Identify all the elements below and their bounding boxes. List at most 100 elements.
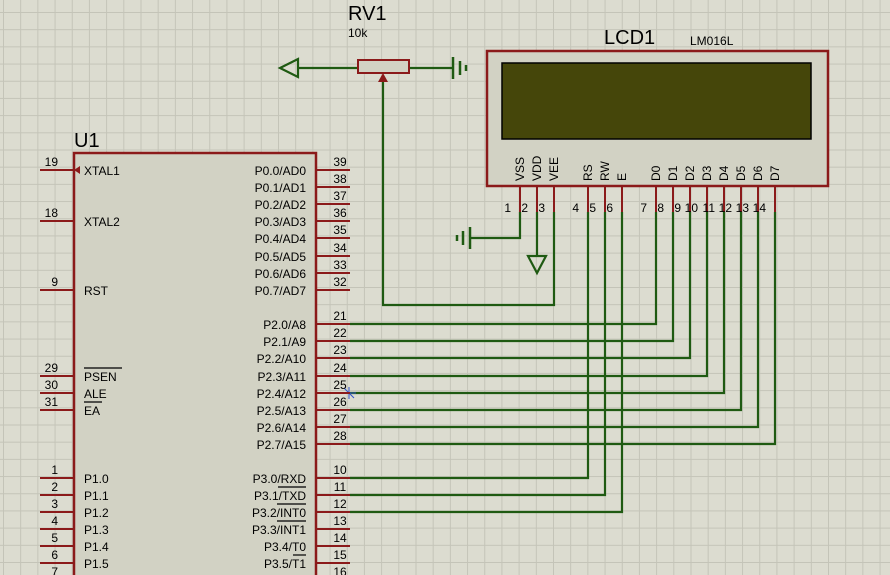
lcd-pin-vss-label: VSS <box>513 157 527 181</box>
mcu-left-pin-19-number: 19 <box>45 155 59 169</box>
mcu-left-pin-30-number: 30 <box>45 378 59 392</box>
lcd-pin-vee-number: 3 <box>538 201 545 215</box>
mcu-right-pin-25-number: 25 <box>333 378 347 392</box>
mcu-right-pin-27-number: 27 <box>333 412 347 426</box>
pot-body <box>357 59 410 74</box>
mcu-right-pin-15-label: P3.5/T1 <box>264 557 306 571</box>
mcu-body <box>72 151 318 575</box>
wire-p2-7-to-d7 <box>350 212 777 446</box>
mcu-left-pin-4-number: 4 <box>51 514 58 528</box>
mcu-right-pin-28-label: P2.7/A15 <box>257 438 307 452</box>
lcd-pin-vdd-number: 2 <box>521 201 528 215</box>
mcu-right-pin-14-number: 14 <box>333 531 347 545</box>
wires <box>298 66 777 514</box>
lcd-pin-d0-label: D0 <box>649 165 663 181</box>
mcu-right-pin-35-label: P0.4/AD4 <box>255 232 307 246</box>
mcu-left-pin-4-label: P1.3 <box>84 523 109 537</box>
lcd-pin-vdd-label: VDD <box>530 155 544 181</box>
mcu-left-pin-7-number: 7 <box>51 565 58 575</box>
mcu-left-pin-1-label: P1.0 <box>84 472 109 486</box>
mcu-ref-label: U1 <box>74 130 100 152</box>
potentiometer-rv1[interactable]: RV1 10k <box>348 3 387 40</box>
lcd-pin-vee-label: VEE <box>547 157 561 181</box>
mcu-right-pin-28-number: 28 <box>333 429 347 443</box>
mcu-right-pin-23-label: P2.2/A10 <box>257 352 307 366</box>
lcd-pin-d1-number: 8 <box>657 201 664 215</box>
mcu-right-pin-36-number: 36 <box>333 206 347 220</box>
power-triangle-down <box>526 254 548 276</box>
wire-p2-0-to-d0 <box>350 212 658 326</box>
rv1-value-label: 10k <box>348 26 368 40</box>
mcu-right-pin-23-number: 23 <box>333 343 347 357</box>
mcu-left-pin-30-label: ALE <box>84 387 107 401</box>
mcu-right-pin-11-number: 11 <box>334 480 347 494</box>
mcu-left-pin-9-label: RST <box>84 284 109 298</box>
mcu-right-pin-13-number: 13 <box>333 514 347 528</box>
lcd-part-label: LM016L <box>690 34 734 48</box>
mcu-right-pin-36-label: P0.3/AD3 <box>255 215 307 229</box>
mcu-right-pin-12-number: 12 <box>333 497 347 511</box>
mcu-right-pin-22-label: P2.1/A9 <box>263 335 306 349</box>
mcu-right-pin-24-number: 24 <box>333 361 347 375</box>
lcd-pin-d7-number: 14 <box>753 201 767 215</box>
mcu-right-pin-22-number: 22 <box>333 326 347 340</box>
wire-p2-1-to-d1 <box>350 212 675 343</box>
lcd-pin-d0-number: 7 <box>640 201 647 215</box>
lcd-pin-rw-label: RW <box>598 161 612 181</box>
mcu-right-pin-10-number: 10 <box>333 463 347 477</box>
mcu-right-pin-26-label: P2.5/A13 <box>257 404 307 418</box>
wire-vss-ground <box>470 212 522 240</box>
lcd-pin-e-number: 6 <box>606 201 613 215</box>
mcu-right-pin-38-label: P0.1/AD1 <box>255 181 307 195</box>
mcu-left-pin-5-number: 5 <box>51 531 58 545</box>
lcd-screen <box>501 62 812 140</box>
wire-p2-4-to-d4 <box>350 212 726 395</box>
mcu-right-pin-16-number: 16 <box>333 565 347 575</box>
mcu-right-pin-24-label: P2.3/A11 <box>258 370 307 384</box>
lcd-pin-d3-label: D3 <box>700 165 714 181</box>
wire-p2-6-to-d6 <box>350 212 760 429</box>
mcu-right-pin-33-label: P0.6/AD6 <box>255 267 307 281</box>
mcu-right-pin-14-label: P3.4/T0 <box>264 540 306 554</box>
wire-p3-2-to-control <box>350 212 624 514</box>
wire-p3-0-to-control <box>350 212 590 480</box>
lcd-pin-d5-label: D5 <box>734 165 748 181</box>
rv1-ref-label: RV1 <box>348 3 387 25</box>
mcu-left-pin-31-label: EA <box>84 404 100 418</box>
mcu-right-pin-35-number: 35 <box>333 223 347 237</box>
wire-p2-3-to-d3 <box>350 212 709 378</box>
pin-layer: 1VSS2VDD3VEE4RS5RW6E7D08D19D210D311D412D… <box>40 155 782 575</box>
mcu-right-pin-33-number: 33 <box>333 258 347 272</box>
power-arrow-left <box>277 57 300 79</box>
mcu-left-pin-29-label: PSEN <box>84 370 117 384</box>
wire-p3-1-to-control <box>350 212 607 497</box>
mcu-left-pin-2-number: 2 <box>51 480 58 494</box>
mcu-right-pin-12-label: P3.2/INT0 <box>252 506 306 520</box>
lcd-pin-d5-number: 12 <box>719 201 733 215</box>
mcu-right-pin-26-number: 26 <box>333 395 347 409</box>
mcu-right-pin-15-number: 15 <box>333 548 347 562</box>
lcd-pin-d6-label: D6 <box>751 165 765 181</box>
lcd-pin-rs-label: RS <box>581 164 595 181</box>
mcu-left-pin-2-label: P1.1 <box>84 489 109 503</box>
mcu-right-pin-13-label: P3.3/INT1 <box>252 523 306 537</box>
mcu-left-pin-3-number: 3 <box>51 497 58 511</box>
mcu-left-pin-19-label: XTAL1 <box>84 164 120 178</box>
lcd-pin-d4-number: 11 <box>703 201 716 215</box>
lcd-pin-rw-number: 5 <box>589 201 596 215</box>
lcd-lcd1[interactable]: LCD1 LM016L <box>604 27 734 49</box>
mcu-left-pin-6-number: 6 <box>51 548 58 562</box>
lcd-pin-rs-number: 4 <box>572 201 579 215</box>
mcu-right-pin-10-label: P3.0/RXD <box>253 472 307 486</box>
part-graphics <box>72 49 830 575</box>
mcu-right-pin-21-label: P2.0/A8 <box>263 318 306 332</box>
mcu-right-pin-21-number: 21 <box>333 309 347 323</box>
microcontroller-u1[interactable]: U1 <box>74 130 100 152</box>
mcu-right-pin-25-label: P2.4/A12 <box>257 387 307 401</box>
lcd-pin-d2-label: D2 <box>683 165 697 181</box>
mcu-right-pin-37-number: 37 <box>333 189 347 203</box>
mcu-right-pin-37-label: P0.2/AD2 <box>255 198 307 212</box>
wire-p2-2-to-d2 <box>350 212 692 360</box>
mcu-right-pin-27-label: P2.6/A14 <box>257 421 307 435</box>
wire-p2-5-to-d5 <box>350 212 743 412</box>
